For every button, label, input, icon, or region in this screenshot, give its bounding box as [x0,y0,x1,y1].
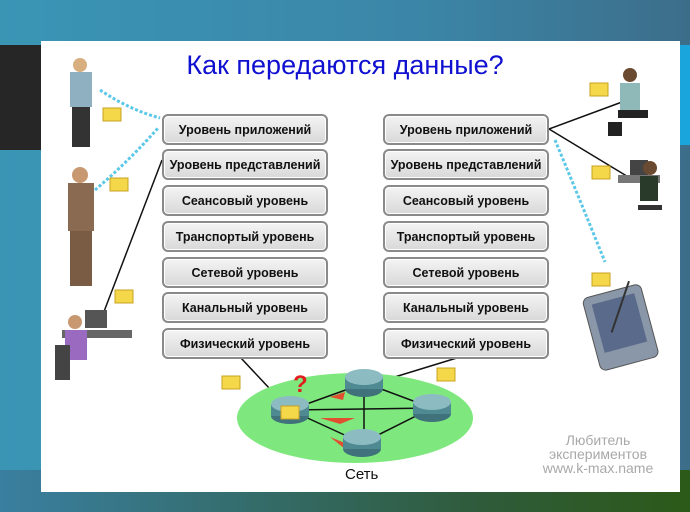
left-layer-session: Сеансовый уровень [162,185,328,216]
right-layer-session: Сеансовый уровень [383,185,549,216]
computer-user-icon [618,160,662,210]
pda-icon [582,280,659,371]
person-icon [68,167,94,286]
right-layer-network: Сетевой уровень [383,257,549,288]
network-label: Сеть [345,466,379,483]
right-layer-physical: Физический уровень [383,328,549,359]
envelope-icon [102,82,611,420]
left-layer-application: Уровень приложений [162,114,328,145]
person-icon [608,68,648,136]
person-icon [70,58,92,147]
background-band [0,45,42,150]
right-layer-transport: Транспортый уровень [383,221,549,252]
right-layer-datalink: Канальный уровень [383,292,549,323]
right-layer-presentation: Уровень представлений [383,149,549,180]
left-layer-transport: Транспортый уровень [162,221,328,252]
question-mark: ? [293,371,308,398]
left-layer-physical: Физический уровень [162,328,328,359]
left-layer-datalink: Канальный уровень [162,292,328,323]
computer-user-icon [55,310,132,380]
watermark-line: www.k-max.name [542,460,654,476]
right-layer-application: Уровень приложений [383,114,549,145]
watermark-line: Любитель [565,432,631,448]
left-layer-network: Сетевой уровень [162,257,328,288]
left-layer-presentation: Уровень представлений [162,149,328,180]
page-title: Как передаются данные? [186,50,504,80]
watermark: Любитель экспериментов www.k-max.name [528,433,668,475]
watermark-line: экспериментов [548,446,648,462]
